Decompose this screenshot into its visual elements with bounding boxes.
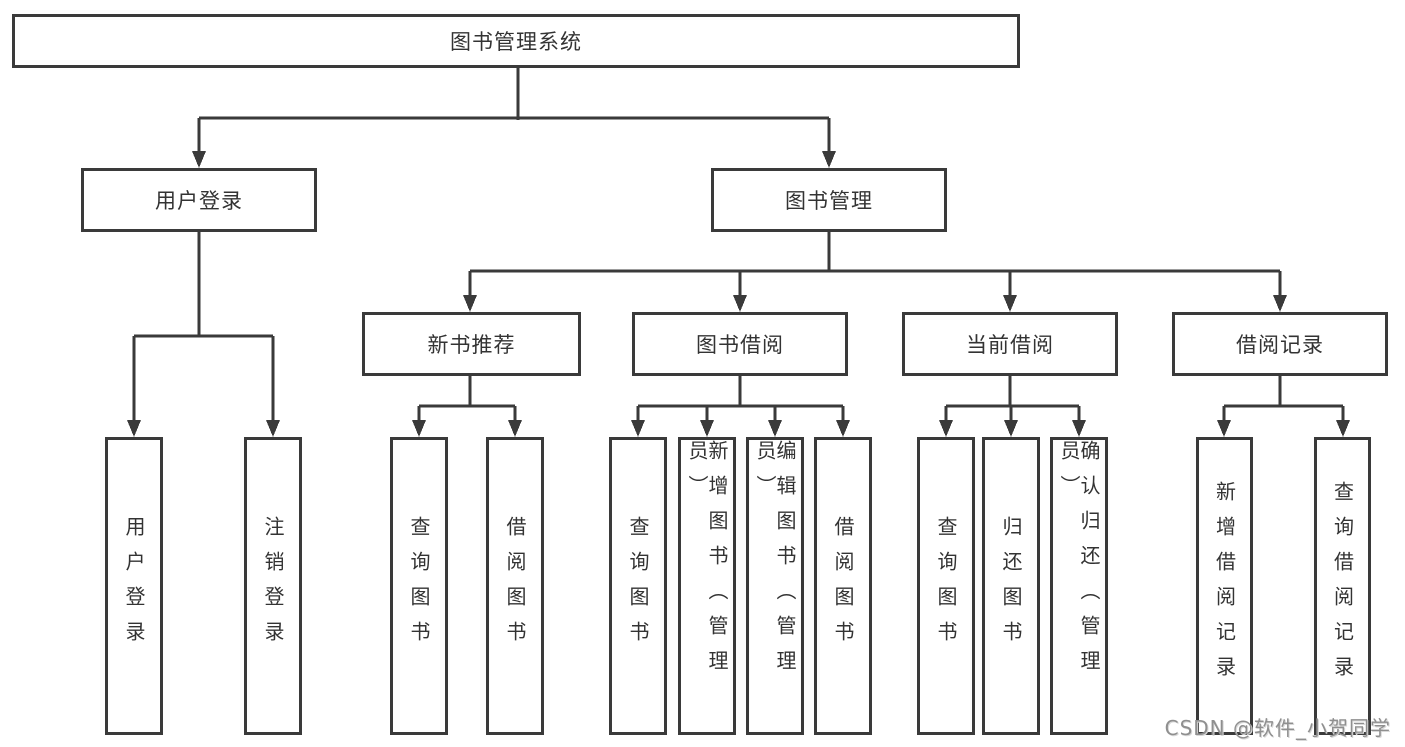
arrowheads bbox=[127, 151, 1350, 437]
arrow-down-icon bbox=[700, 420, 714, 437]
arrow-down-icon bbox=[1072, 420, 1086, 437]
leaf-query-books-current: 查询图书 bbox=[917, 437, 975, 735]
node-user-login: 用户登录 bbox=[81, 168, 317, 232]
arrow-down-icon bbox=[463, 295, 477, 312]
arrow-down-icon bbox=[1273, 295, 1287, 312]
arrow-down-icon bbox=[1217, 420, 1231, 437]
node-book-management: 图书管理 bbox=[711, 168, 947, 232]
leaf-confirm-return-admin: 确认归还（管理员） bbox=[1050, 437, 1108, 735]
leaf-query-books-borrow: 查询图书 bbox=[609, 437, 667, 735]
arrow-down-icon bbox=[1004, 420, 1018, 437]
leaf-edit-book-admin: 编辑图书（管理员） bbox=[746, 437, 804, 735]
arrow-down-icon bbox=[836, 420, 850, 437]
leaf-query-books-recommend: 查询图书 bbox=[390, 437, 448, 735]
csdn-watermark: CSDN @软件_小贺同学 bbox=[1164, 716, 1391, 740]
leaf-query-borrow-record: 查询借阅记录 bbox=[1314, 437, 1371, 735]
leaf-borrow-books-recommend: 借阅图书 bbox=[486, 437, 544, 735]
arrow-down-icon bbox=[768, 420, 782, 437]
arrow-down-icon bbox=[127, 420, 141, 437]
node-borrow-records: 借阅记录 bbox=[1172, 312, 1388, 376]
arrow-down-icon bbox=[412, 420, 426, 437]
leaf-return-books: 归还图书 bbox=[982, 437, 1040, 735]
node-new-book-recommend: 新书推荐 bbox=[362, 312, 581, 376]
leaf-user-login: 用户登录 bbox=[105, 437, 163, 735]
arrow-down-icon bbox=[1003, 295, 1017, 312]
node-current-borrow: 当前借阅 bbox=[902, 312, 1118, 376]
arrow-down-icon bbox=[508, 420, 522, 437]
leaf-borrow-books: 借阅图书 bbox=[814, 437, 872, 735]
arrow-down-icon bbox=[192, 151, 206, 168]
leaf-add-book-admin: 新增图书（管理员） bbox=[678, 437, 736, 735]
node-book-borrow: 图书借阅 bbox=[632, 312, 848, 376]
arrow-down-icon bbox=[631, 420, 645, 437]
arrow-down-icon bbox=[1336, 420, 1350, 437]
node-library-system: 图书管理系统 bbox=[12, 14, 1020, 68]
connector-path bbox=[132, 67, 1345, 421]
leaf-add-borrow-record: 新增借阅记录 bbox=[1196, 437, 1253, 735]
leaf-logout: 注销登录 bbox=[244, 437, 302, 735]
arrow-down-icon bbox=[733, 295, 747, 312]
arrow-down-icon bbox=[266, 420, 280, 437]
arrow-down-icon bbox=[939, 420, 953, 437]
arrow-down-icon bbox=[822, 151, 836, 168]
